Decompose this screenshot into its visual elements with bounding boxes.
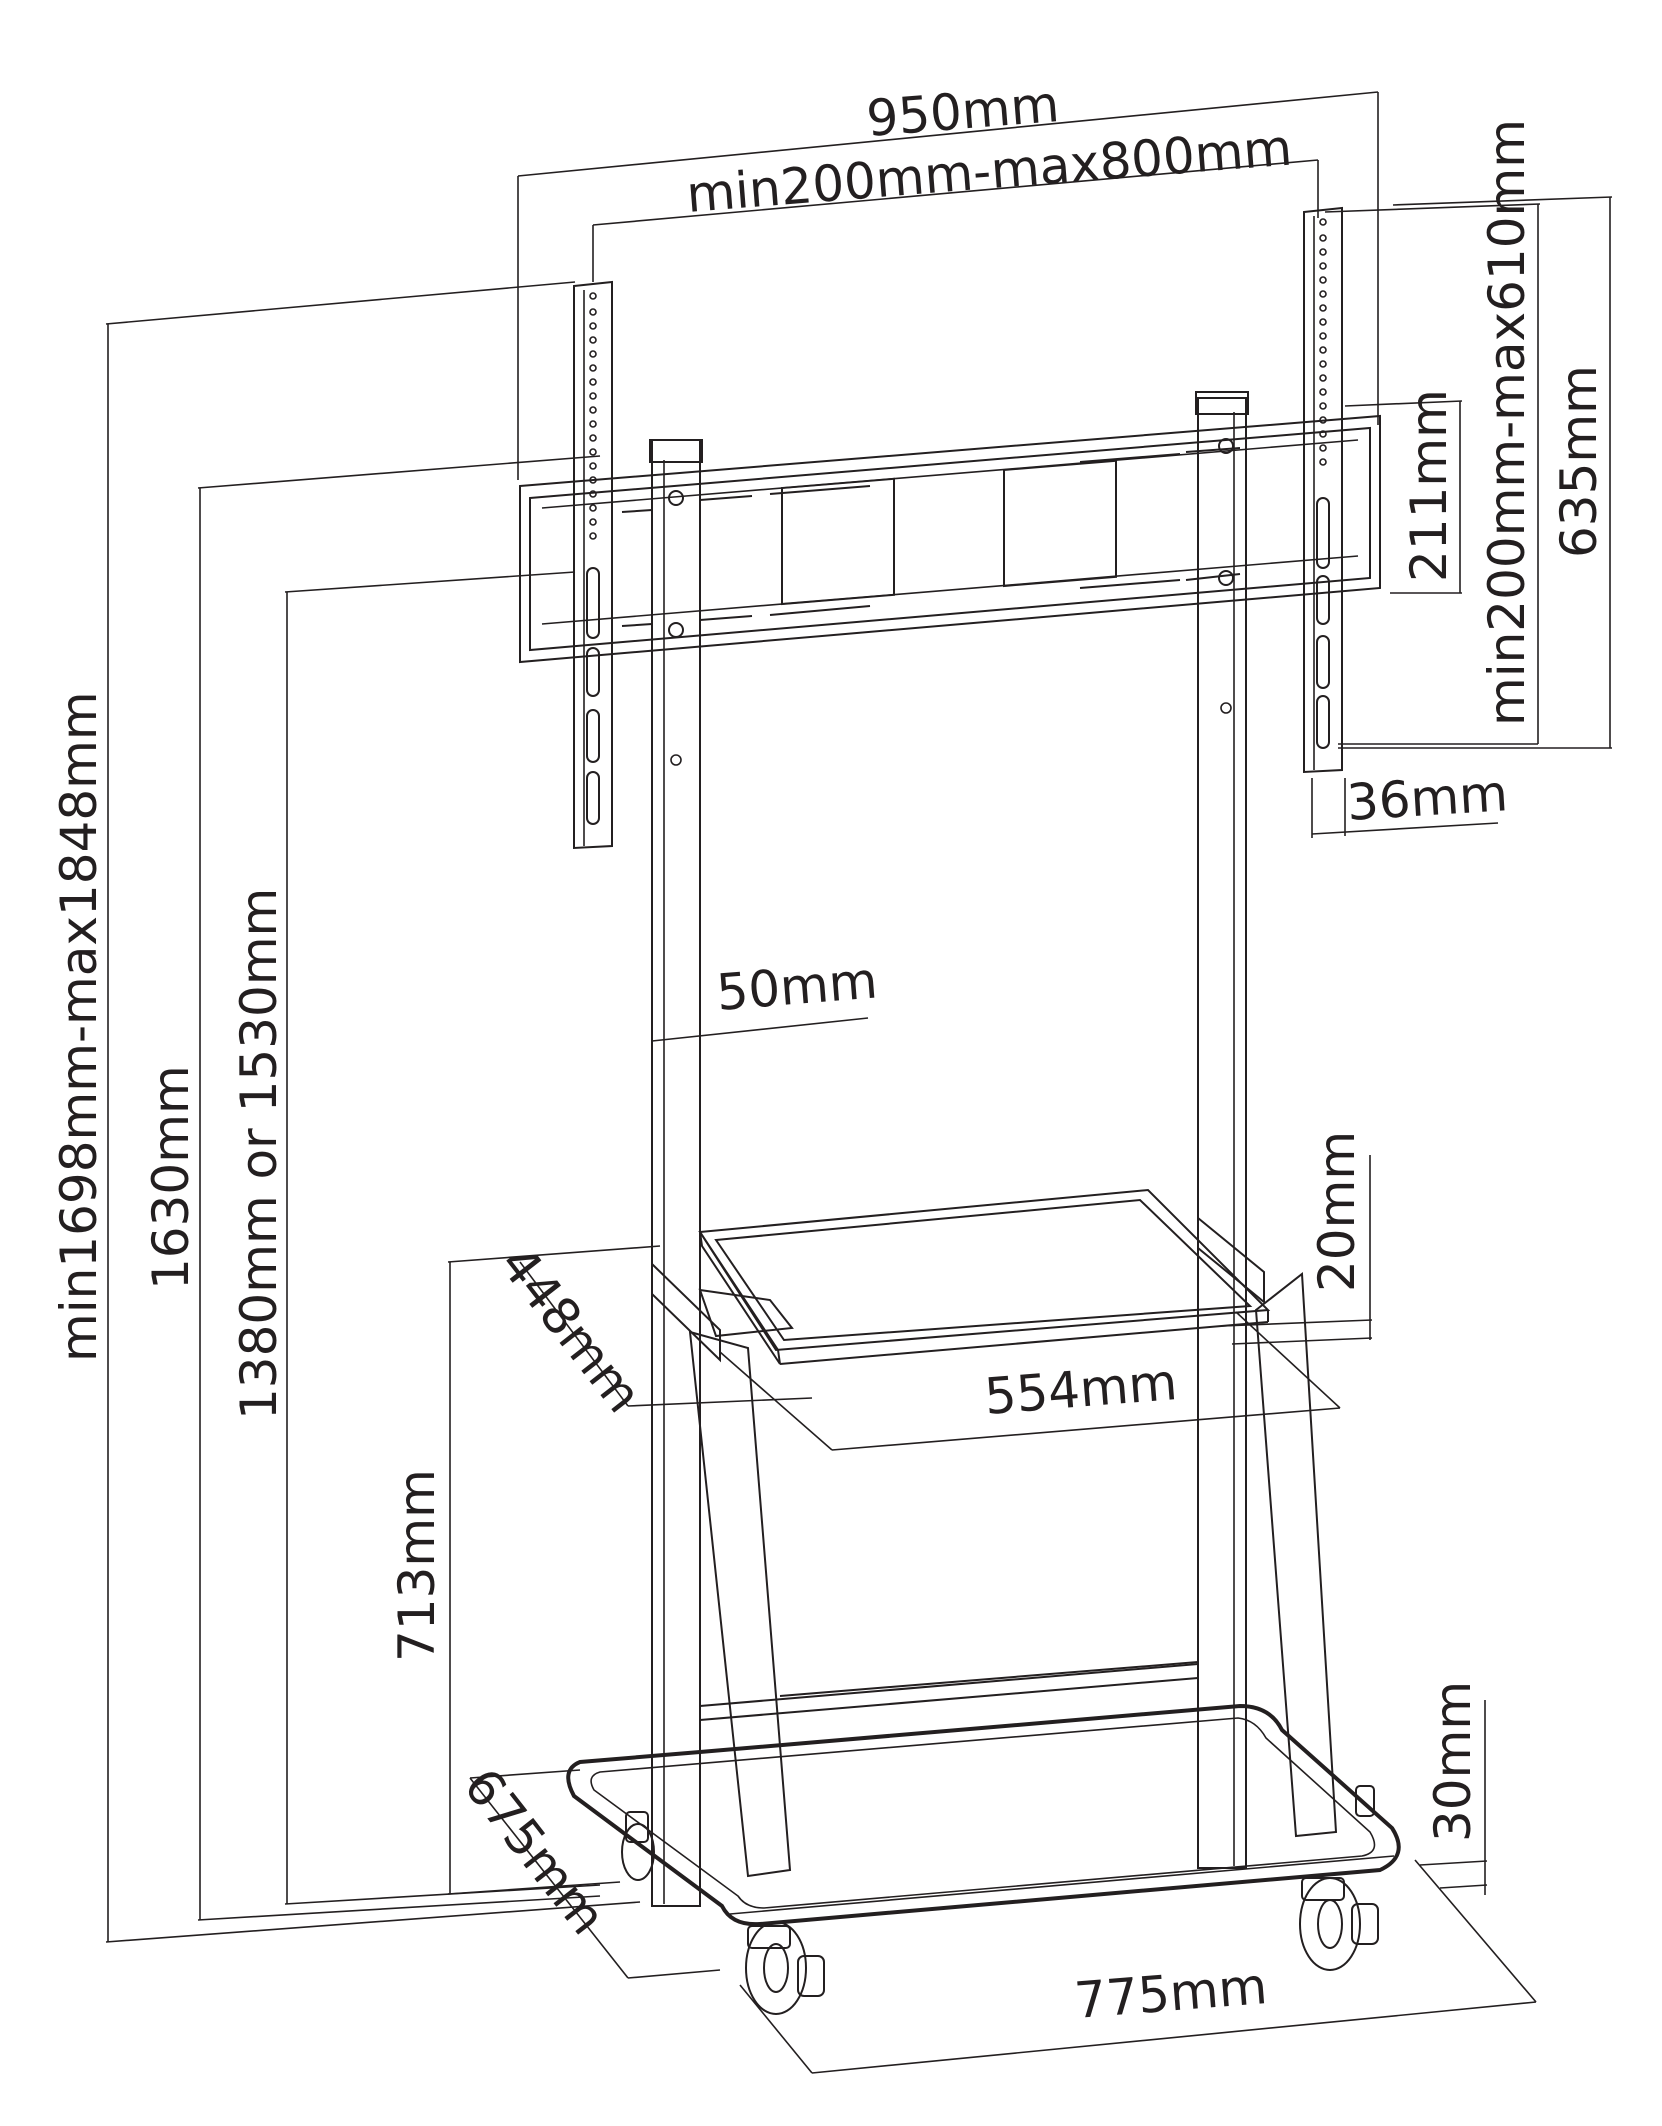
right-pole — [1195, 391, 1249, 1869]
label-shelf-height: 713mm — [388, 1469, 446, 1662]
label-height-1630: 1630mm — [142, 1065, 200, 1290]
shelf — [651, 1188, 1271, 1365]
caster-back-left — [621, 1811, 655, 1881]
dimension-labels: 950mm min200mm-max800mm min200mm-max610m… — [50, 75, 1608, 2030]
caster-back-right — [1355, 1785, 1375, 1817]
lower-crossbars — [699, 1661, 1199, 1721]
left-vesa-bracket — [573, 280, 613, 850]
right-bracket-holes — [1319, 218, 1327, 466]
label-shelf-thickness: 20mm — [1308, 1131, 1366, 1292]
right-vesa-bracket — [1303, 206, 1343, 774]
label-crossbar-height: 211mm — [1400, 389, 1458, 582]
crossbar-plate — [519, 414, 1381, 664]
label-vesa-vertical: min200mm-max610mm — [1478, 119, 1536, 726]
caster-front-right — [1299, 1877, 1379, 1971]
label-shelf-width: 554mm — [982, 1353, 1179, 1426]
shelf-legs — [688, 1272, 1338, 1878]
left-bracket-holes — [589, 292, 597, 540]
label-pole-width: 50mm — [714, 952, 879, 1022]
base-frame — [566, 1703, 1401, 1927]
label-height-options: 1380mm or 1530mm — [230, 888, 288, 1420]
casters — [621, 1785, 1379, 2015]
label-base-width: 775mm — [1072, 1957, 1269, 2030]
label-shelf-depth: 448mm — [489, 1236, 653, 1424]
label-base-thickness: 30mm — [1424, 1681, 1482, 1842]
left-pole — [649, 439, 703, 1907]
label-bracket-depth: 36mm — [1345, 764, 1509, 832]
label-bracket-height: 635mm — [1550, 365, 1608, 558]
crossbar-slots — [621, 447, 1241, 627]
label-overall-width: 950mm — [864, 75, 1061, 148]
label-total-height-range: min1698mm-max1848mm — [50, 691, 108, 1362]
dimension-lines — [105, 91, 1613, 2074]
caster-front-left — [745, 1921, 825, 2015]
